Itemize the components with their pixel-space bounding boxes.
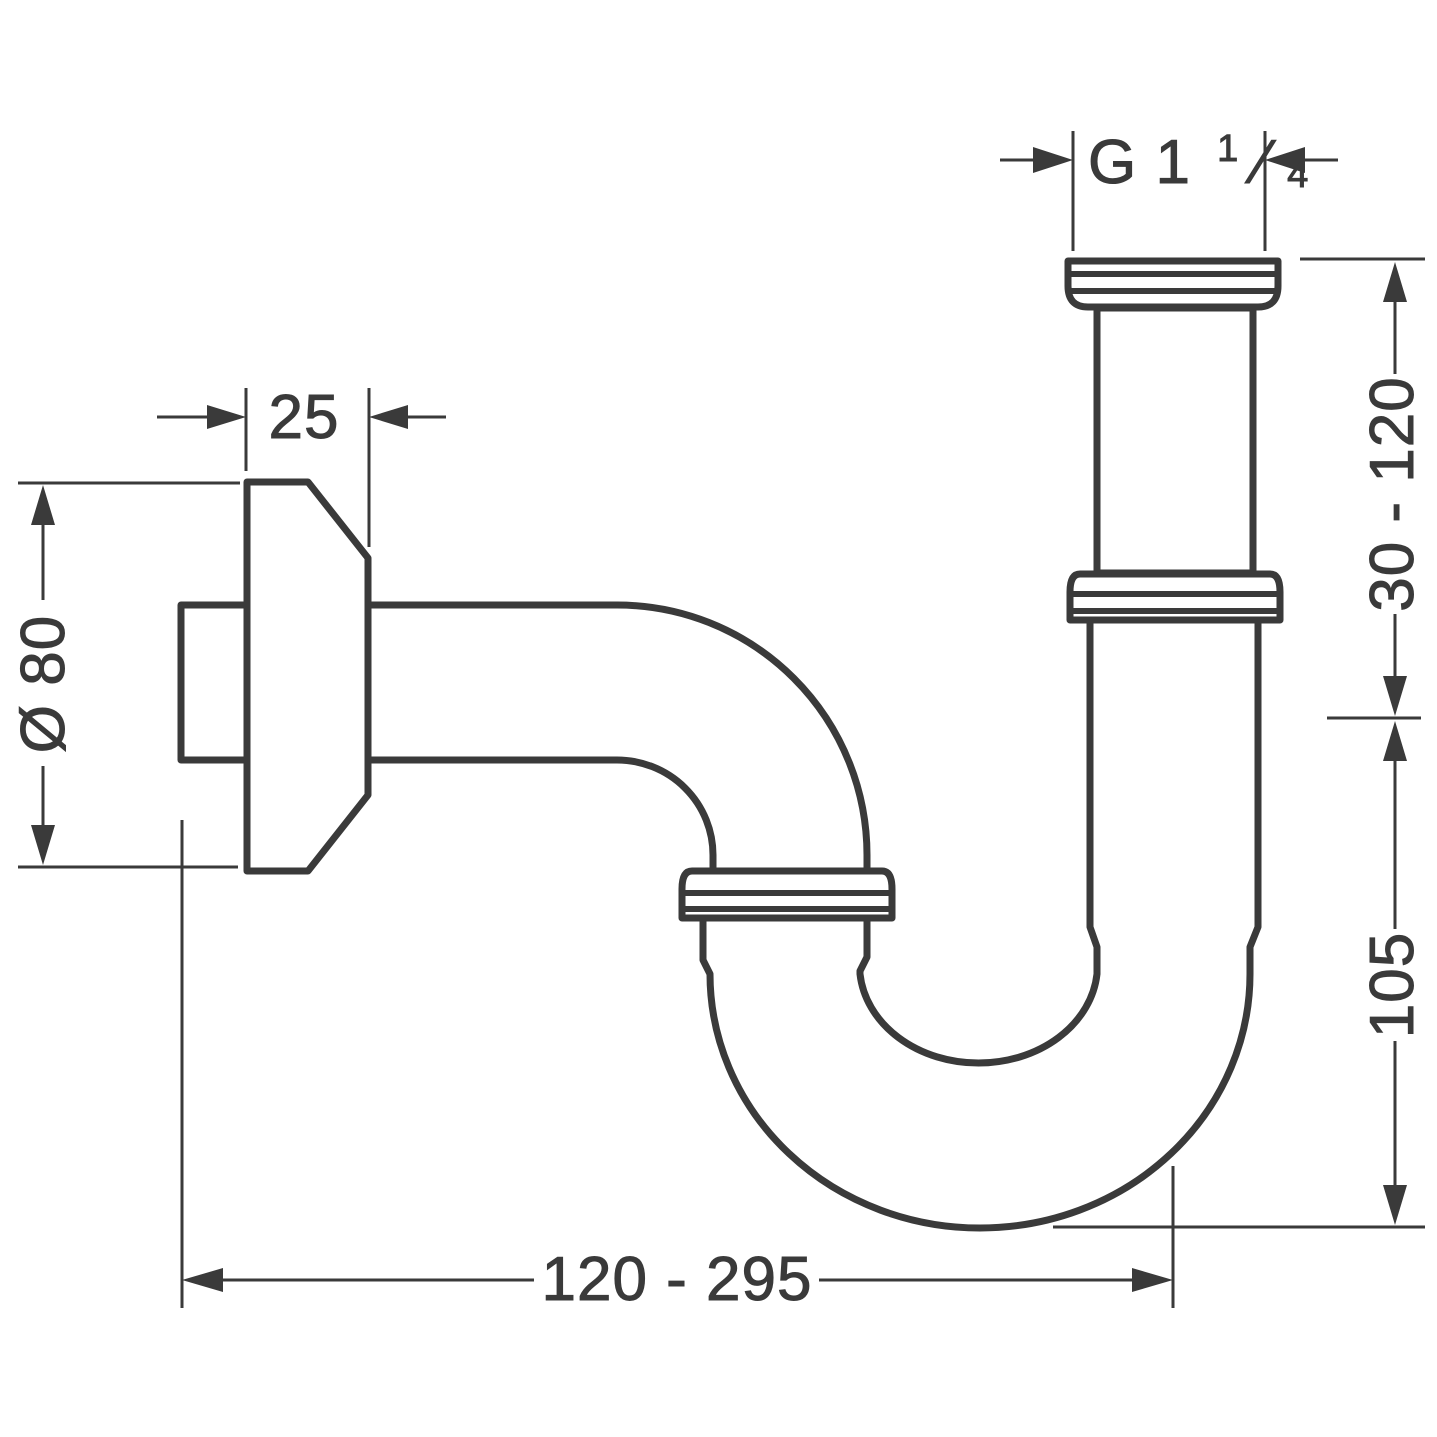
dimension-arrowhead (1383, 721, 1407, 761)
trap-depth-label: 105 (1358, 932, 1427, 1038)
dimension-arrowhead (182, 1268, 223, 1292)
dimension-wall-distance: 120 - 295 (180, 820, 1175, 1315)
elbow-union-nut (678, 867, 896, 922)
horizontal-pipe-elbow (361, 601, 871, 876)
dimension-arrowhead (1383, 262, 1407, 302)
wall-distance-label: 120 - 295 (542, 1245, 813, 1314)
dimension-arrowhead (31, 485, 55, 525)
dimension-arrowhead (1383, 1185, 1407, 1225)
pipe-body (177, 257, 1284, 1232)
dimension-flange-depth: 25 (157, 383, 446, 547)
dimension-arrowhead (1033, 147, 1073, 173)
dimension-arrowhead (369, 405, 408, 429)
inlet-height-label: 30 - 120 (1358, 376, 1427, 612)
riser-union-nut (1066, 570, 1284, 624)
wall-pipe-stub (177, 601, 254, 764)
dimension-inlet-height: 30 - 120 (1300, 257, 1428, 720)
inlet-pipe-upper (1093, 304, 1257, 577)
dimension-flange-diameter: Ø 80 (9, 481, 240, 869)
dimension-arrowhead (31, 825, 55, 865)
trap-u-bend (699, 616, 1262, 1232)
thread-size-label: G 1 1 ⁄ 4 (1088, 106, 1309, 197)
dimension-arrowhead (1383, 676, 1407, 716)
wall-flange (243, 478, 372, 875)
dimension-arrowhead (1265, 147, 1305, 173)
dimensions: G 1 1 ⁄ 4 25 Ø 80 (9, 106, 1428, 1315)
flange-depth-label: 25 (269, 383, 340, 452)
dimension-thread: G 1 1 ⁄ 4 (1000, 106, 1338, 251)
dimension-arrowhead (207, 405, 246, 429)
flange-diameter-label: Ø 80 (9, 615, 78, 753)
dimension-arrowhead (1132, 1268, 1173, 1292)
dimension-trap-depth: 105 (1053, 721, 1428, 1229)
top-union-nut (1064, 257, 1282, 311)
